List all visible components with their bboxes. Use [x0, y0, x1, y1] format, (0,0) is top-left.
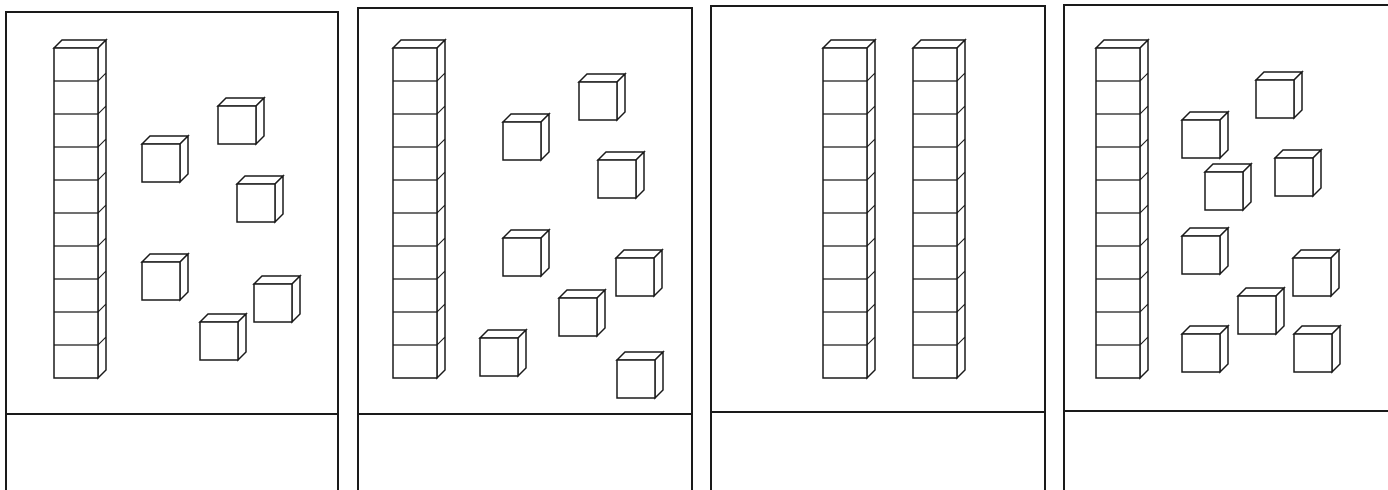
unit-cube-icon	[1293, 250, 1339, 296]
unit-cube-icon	[503, 114, 549, 160]
unit-cube-icon	[200, 314, 246, 360]
unit-cube-icon	[1182, 112, 1228, 158]
unit-cube-icon	[254, 276, 300, 322]
unit-cube-icon	[1182, 326, 1228, 372]
unit-cube-icon	[142, 254, 188, 300]
panel-2	[358, 8, 692, 490]
unit-cube-icon	[218, 98, 264, 144]
unit-cube-icon	[480, 330, 526, 376]
ten-rod-icon	[54, 40, 106, 378]
ten-rod-icon	[393, 40, 445, 378]
unit-cube-icon	[1294, 326, 1340, 372]
panel-3	[711, 6, 1045, 490]
unit-cube-icon	[142, 136, 188, 182]
panel-4	[1064, 5, 1388, 490]
unit-cube-icon	[503, 230, 549, 276]
ten-rod-icon	[823, 40, 875, 378]
ten-rod-icon	[1096, 40, 1148, 378]
unit-cube-icon	[616, 250, 662, 296]
unit-cube-icon	[617, 352, 663, 398]
unit-cube-icon	[1238, 288, 1284, 334]
unit-cube-icon	[237, 176, 283, 222]
unit-cube-icon	[598, 152, 644, 198]
unit-cube-icon	[1275, 150, 1321, 196]
unit-cube-icon	[559, 290, 605, 336]
unit-cube-icon	[579, 74, 625, 120]
unit-cube-icon	[1182, 228, 1228, 274]
ten-rod-icon	[913, 40, 965, 378]
unit-cube-icon	[1256, 72, 1302, 118]
unit-cube-icon	[1205, 164, 1251, 210]
panel-frame	[711, 6, 1045, 490]
panel-1	[6, 12, 338, 490]
